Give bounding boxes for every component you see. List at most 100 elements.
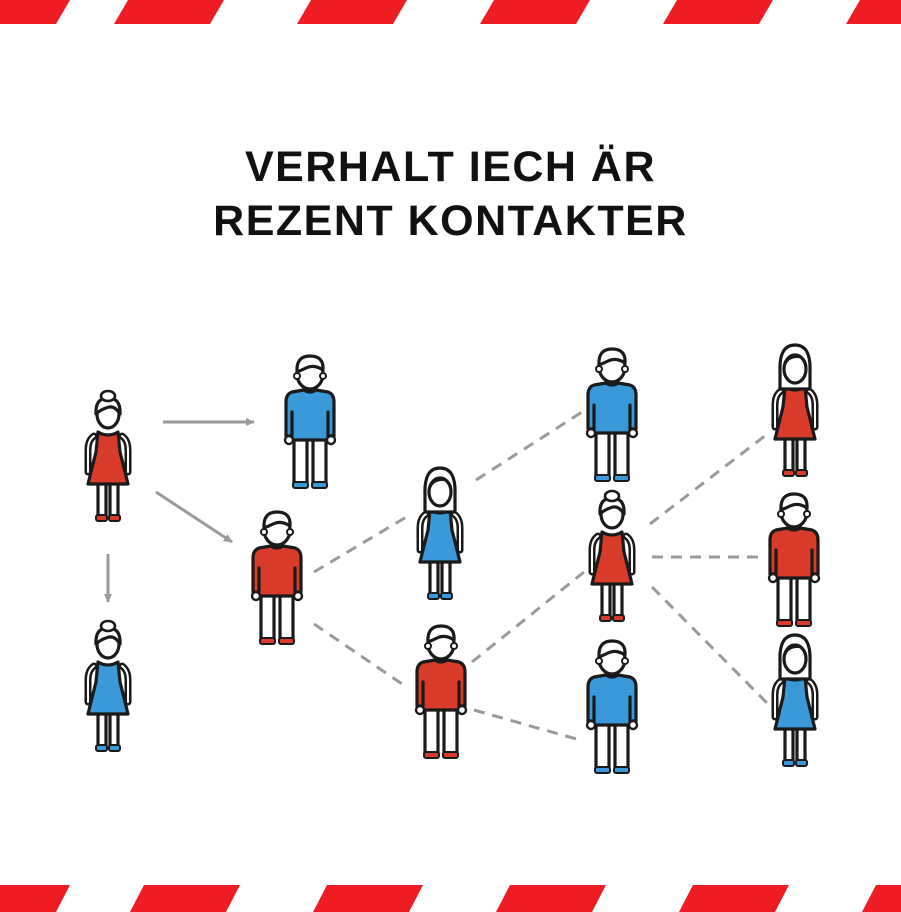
right-hand [292, 590, 304, 602]
head [427, 476, 453, 508]
stripe-segment [846, 0, 901, 24]
right-leg [795, 435, 807, 473]
hair [262, 510, 292, 530]
right-leg [440, 558, 452, 596]
right-shoe [613, 766, 630, 774]
right-shoe [795, 469, 808, 477]
right-arm-fill [808, 680, 816, 718]
left-shoe [95, 514, 108, 522]
right-shoe [440, 592, 453, 600]
stripe-segment [0, 885, 70, 912]
hair [426, 624, 456, 644]
right-arm-fill [625, 535, 633, 573]
left-arm-fill [87, 665, 95, 703]
left-shoe [427, 592, 440, 600]
dashed-connector [475, 410, 583, 482]
dress [86, 660, 130, 716]
shirt [284, 388, 336, 442]
left-ear [777, 510, 785, 518]
right-shoe [795, 619, 812, 627]
left-shoe [594, 766, 611, 774]
shirt [768, 526, 820, 580]
right-shoe [795, 759, 808, 767]
stripe-segment [496, 885, 606, 912]
dress [590, 530, 634, 586]
person-man-blue-shirt [283, 354, 337, 489]
right-leg [795, 725, 807, 763]
left-shoe [782, 759, 795, 767]
right-leg [108, 710, 120, 748]
person-man-blue-shirt-bottom [585, 639, 639, 774]
left-leg [96, 710, 108, 748]
left-ear [260, 528, 268, 536]
left-leg [96, 480, 108, 518]
person-man-red-shirt-right [767, 492, 821, 627]
dashed-connector [471, 570, 585, 664]
dress [86, 430, 130, 486]
shirt [586, 381, 638, 435]
connector-layer [104, 410, 771, 742]
page-title: VERHALT IECH ÄR REZENT KONTAKTER [0, 140, 901, 248]
left-ear [595, 365, 603, 373]
left-arm-fill [87, 435, 95, 473]
left-shoe [599, 614, 612, 622]
left-shoe [95, 744, 108, 752]
right-hand [627, 719, 639, 731]
left-ear [293, 372, 301, 380]
stripe-segment [0, 0, 70, 24]
left-hand [414, 704, 426, 716]
left-hand [283, 434, 295, 446]
person-man-red-shirt-second [414, 624, 468, 759]
left-leg [783, 435, 795, 473]
right-hand [627, 427, 639, 439]
right-hand [325, 434, 337, 446]
shirt [251, 544, 303, 598]
left-ear [595, 657, 603, 665]
title-line-2: REZENT KONTAKTER [213, 197, 688, 245]
person-woman-blue-dress-bottom-right [771, 633, 819, 767]
hair-bun [99, 619, 117, 633]
right-leg [612, 580, 624, 618]
stripe-segment [480, 0, 590, 24]
left-shoe [259, 637, 276, 645]
title-line-1: VERHALT IECH ÄR [244, 143, 657, 191]
right-ear [319, 372, 327, 380]
dashed-connector [650, 585, 770, 706]
stripe-segment [114, 0, 224, 24]
stripe-segment [297, 0, 407, 24]
right-ear [803, 510, 811, 518]
person-woman-red-dress-middle [588, 489, 636, 622]
right-hand [456, 704, 468, 716]
left-leg [428, 558, 440, 596]
right-leg [108, 480, 120, 518]
left-arm-fill [419, 513, 427, 551]
hair-fringe [427, 478, 453, 491]
person-man-blue-shirt-top [585, 347, 639, 482]
right-shoe [613, 474, 630, 482]
hair [295, 354, 325, 374]
stripe-segment [130, 885, 240, 912]
right-ear [286, 528, 294, 536]
hair [779, 492, 809, 512]
left-arm-fill [774, 680, 782, 718]
left-hand [767, 572, 779, 584]
head [782, 353, 808, 385]
right-ear [621, 657, 629, 665]
left-hand [250, 590, 262, 602]
right-shoe [442, 751, 459, 759]
left-shoe [782, 469, 795, 477]
right-shoe [612, 614, 625, 622]
hair [597, 639, 627, 659]
left-arm-fill [591, 535, 599, 573]
people-layer [84, 343, 821, 774]
person-woman-red-dress-top-right [771, 343, 819, 477]
right-ear [450, 642, 458, 650]
person-man-red-shirt [250, 510, 304, 645]
right-ear [621, 365, 629, 373]
hair-fringe [782, 355, 808, 368]
bottom-warning-stripe [0, 885, 901, 912]
hair [597, 347, 627, 367]
right-shoe [108, 744, 121, 752]
right-shoe [311, 481, 328, 489]
